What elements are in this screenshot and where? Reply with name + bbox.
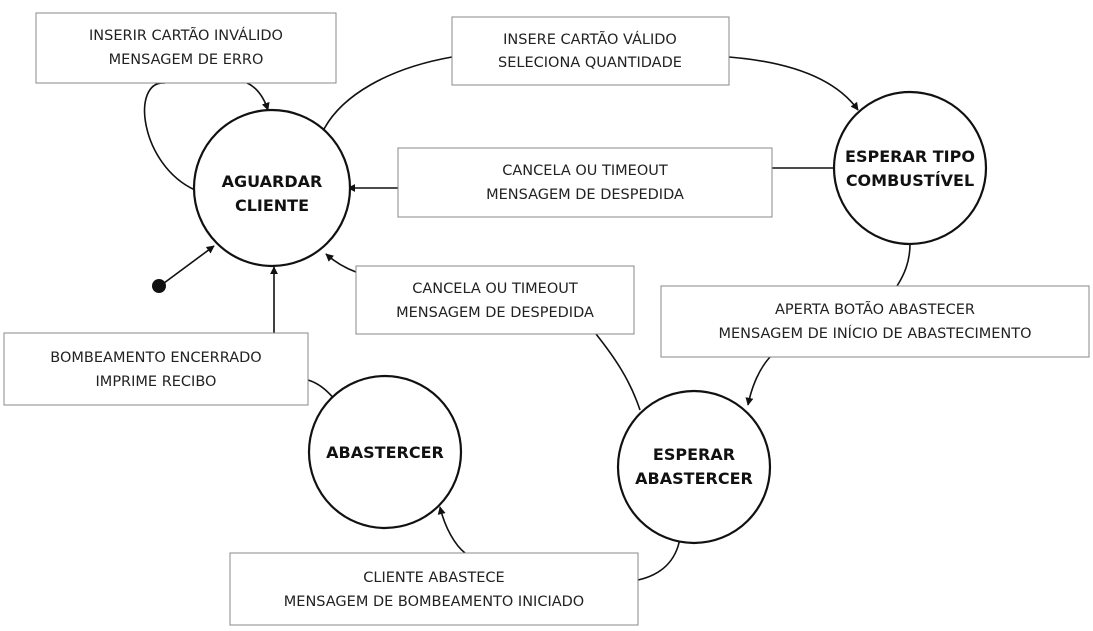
initial-state-dot [152,279,166,293]
edge-invalid-card-arrow [246,82,270,111]
edge-valid-card-start [321,56,453,134]
transition-cancel-from-esperar-line2: MENSAGEM DE DESPEDIDA [396,305,594,321]
transition-cancel-from-tipo-line1: CANCELA OU TIMEOUT [502,163,668,179]
transition-invalid-card-line1: INSERIR CARTÃO INVÁLIDO [89,27,283,44]
transition-cancel-from-esperar-line1: CANCELA OU TIMEOUT [412,281,578,297]
transition-valid-card: INSERE CARTÃO VÁLIDO SELECIONA QUANTIDAD… [451,16,730,86]
transition-pumping-done-line2: IMPRIME RECIBO [96,374,217,390]
state-abastercer-line1: ABASTERCER [326,443,444,462]
transition-client-pumps-line1: CLIENTE ABASTECE [363,570,504,586]
transition-cancel-from-tipo-line2: MENSAGEM DE DESPEDIDA [486,187,684,203]
transition-valid-card-line2: SELECIONA QUANTIDADE [498,55,682,71]
edge-press-button-arrow [745,356,771,406]
transition-cancel-from-tipo: CANCELA OU TIMEOUT MENSAGEM DE DESPEDIDA [397,147,773,218]
initial-transition-arrow [159,245,215,287]
edge-valid-card-arrow [728,56,859,111]
edge-client-pumps-start [637,537,681,581]
transition-press-button-line2: MENSAGEM DE INÍCIO DE ABASTECIMENTO [718,325,1031,342]
edge-cancel-from-esperar-start [595,333,641,411]
transition-press-button-line1: APERTA BOTÃO ABASTECER [775,301,975,318]
transition-press-button: APERTA BOTÃO ABASTECER MENSAGEM DE INÍCI… [660,285,1090,358]
edge-cancel-from-esperar-arrow [325,253,357,273]
state-esperar-abastercer: ESPERAR ABASTERCER [616,389,772,545]
edge-invalid-card-loop [143,82,196,191]
transition-valid-card-line1: INSERE CARTÃO VÁLIDO [503,31,677,48]
edge-client-pumps-arrow [437,506,466,554]
transition-invalid-card-line2: MENSAGEM DE ERRO [109,52,264,68]
state-esperar-tipo-combustivel: ESPERAR TIPO COMBUSTÍVEL [832,90,988,246]
transition-client-pumps-line2: MENSAGEM DE BOMBEAMENTO INICIADO [284,594,584,610]
transition-client-pumps: CLIENTE ABASTECE MENSAGEM DE BOMBEAMENTO… [229,552,639,626]
transition-pumping-done-line1: BOMBEAMENTO ENCERRADO [50,350,261,366]
state-esperar-tipo-line1: ESPERAR TIPO [845,147,975,166]
state-esperar-abastercer-line1: ESPERAR [653,445,735,464]
state-aguardar-line1: AGUARDAR [222,172,323,191]
transition-invalid-card: INSERIR CARTÃO INVÁLIDO MENSAGEM DE ERRO [35,12,337,84]
state-abastercer: ABASTERCER [307,374,463,530]
state-esperar-tipo-line2: COMBUSTÍVEL [846,171,974,190]
transition-cancel-from-esperar: CANCELA OU TIMEOUT MENSAGEM DE DESPEDIDA [355,265,635,335]
transition-pumping-done: BOMBEAMENTO ENCERRADO IMPRIME RECIBO [3,332,309,406]
state-esperar-abastercer-line2: ABASTERCER [635,469,753,488]
state-aguardar-cliente: AGUARDAR CLIENTE [192,108,352,268]
edge-press-button-start [896,243,911,287]
edge-pumping-done-start [307,379,336,401]
state-aguardar-line2: CLIENTE [235,196,309,215]
